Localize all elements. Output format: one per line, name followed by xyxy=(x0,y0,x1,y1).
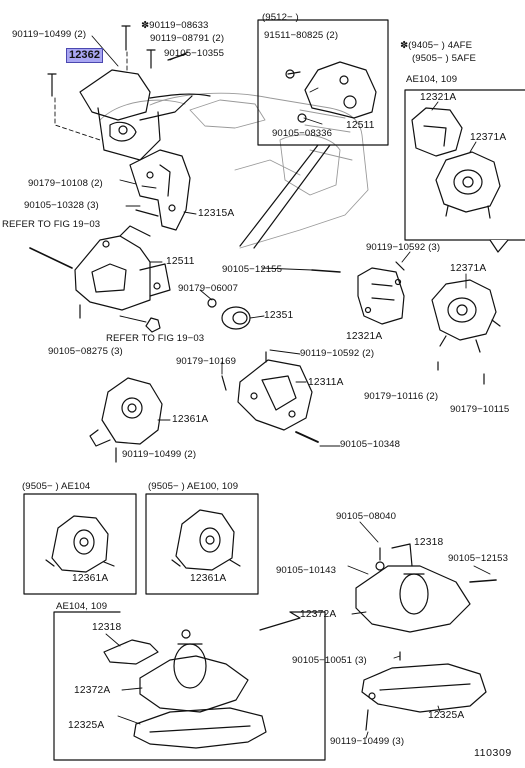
bracket-12311a-drawing xyxy=(221,351,319,443)
label-90119-10592-2: 90119−10592 (2) xyxy=(300,348,375,359)
legend-line-9405: ✽(9405− ) 4AFE xyxy=(400,40,473,51)
label-90105-10051: 90105−10051 (3) xyxy=(292,655,367,666)
box-9505-ae100-title: (9505− ) AE100, 109 xyxy=(148,481,239,492)
legend-line-9505: (9505− ) 5AFE xyxy=(412,53,476,64)
assembly-ae104-bottom-drawing xyxy=(103,629,267,749)
label-90179-10108: 90179−10108 (2) xyxy=(28,178,103,189)
label-12371a-top: 12371A xyxy=(470,132,507,143)
label-90119-08791: 90119−08791 (2) xyxy=(150,33,225,44)
label-90119-10592-3: 90119−10592 (3) xyxy=(366,242,441,253)
highlighted-part-12362[interactable]: 12362 xyxy=(66,48,104,63)
label-90105-10143: 90105−10143 xyxy=(276,565,337,576)
label-refer-fig-19-03-a: REFER TO FIG 19−03 xyxy=(2,219,101,230)
box-9505-ae104-frame xyxy=(23,493,137,595)
label-90105-12153: 90105−12153 xyxy=(448,553,509,564)
bracket-12511-inset-drawing xyxy=(285,61,377,123)
box-ae104-bottom-title: AE104, 109 xyxy=(56,601,108,612)
mount-12351-drawing xyxy=(145,298,251,333)
label-90179-10169: 90179−10169 xyxy=(176,356,237,367)
label-90179-06007: 90179−06007 xyxy=(178,283,239,294)
box-9505-ae104-title: (9505− ) AE104 xyxy=(22,481,91,492)
label-12311a: 12311A xyxy=(308,377,344,388)
mounts-ae104-top-drawing xyxy=(411,107,501,219)
label-12351: 12351 xyxy=(264,310,294,321)
label-12318-left: 12318 xyxy=(92,622,122,633)
label-90105-10348: 90105−10348 xyxy=(340,439,401,450)
mount-12361a-drawing xyxy=(89,377,163,463)
leader-lines xyxy=(91,35,491,739)
figure-number: 110309 xyxy=(474,747,512,759)
box-9512-frame xyxy=(257,19,389,146)
engine-outline xyxy=(99,92,369,249)
label-90105-08336: 90105−08336 xyxy=(272,128,333,139)
label-12315a: 12315A xyxy=(198,208,235,219)
mount-12362-drawing xyxy=(47,25,211,161)
box-9505-ae100-frame xyxy=(145,493,259,595)
mount-12361a-b2-drawing xyxy=(171,509,241,571)
mount-12371a-right-drawing xyxy=(431,279,501,385)
box-ae104-top-frame xyxy=(404,89,525,241)
label-12372a-right: 12372A xyxy=(300,609,337,620)
label-90105-10355: 90105−10355 xyxy=(164,48,225,59)
box-ae104-bottom-frame xyxy=(53,611,326,761)
label-12511-inset: 12511 xyxy=(346,120,375,131)
bracket-12511-left-drawing xyxy=(74,225,171,311)
mount-12361a-b1-drawing xyxy=(45,515,115,573)
bracket-12315a-drawing xyxy=(129,149,191,231)
label-90105-08040: 90105−08040 xyxy=(336,511,397,522)
assembly-12372a-right-drawing xyxy=(355,543,497,661)
label-90119-10499-2: 90119−10499 (2) xyxy=(12,29,87,40)
label-90179-10116: 90179−10116 (2) xyxy=(364,391,439,402)
label-12321a-top: 12321A xyxy=(420,92,457,103)
label-12511-left: 12511 xyxy=(166,256,195,267)
box-9512-title: (9512− ) xyxy=(262,12,299,23)
label-90105-08275: 90105−08275 (3) xyxy=(48,346,123,357)
label-refer-fig-19-03-b: REFER TO FIG 19−03 xyxy=(106,333,205,344)
bracket-12321a-center-drawing xyxy=(311,261,405,325)
label-12321a: 12321A xyxy=(346,331,383,342)
label-90119-10499-2b: 90119−10499 (2) xyxy=(122,449,197,460)
label-90119-08633: ✽90119−08633 xyxy=(141,20,209,31)
label-12372a-left: 12372A xyxy=(74,685,111,696)
label-12361a-b1: 12361A xyxy=(72,573,109,584)
label-90119-10499-3: 90119−10499 (3) xyxy=(330,736,405,747)
label-90105-10328: 90105−10328 (3) xyxy=(24,200,99,211)
label-12325a-right: 12325A xyxy=(428,710,465,721)
label-90179-10115: 90179−10115 xyxy=(450,404,510,415)
label-12325a-left: 12325A xyxy=(68,720,105,731)
label-91511-80825: 91511−80825 (2) xyxy=(264,30,339,41)
plate-12325a-right-drawing xyxy=(361,663,487,731)
label-12371a: 12371A xyxy=(450,263,487,274)
label-12361a-b2: 12361A xyxy=(190,573,227,584)
label-12361a-main: 12361A xyxy=(172,414,209,425)
label-12318-right: 12318 xyxy=(414,537,444,548)
label-90105-12155: 90105−12155 xyxy=(222,264,283,275)
box-ae104-top-title: AE104, 109 xyxy=(406,74,458,85)
